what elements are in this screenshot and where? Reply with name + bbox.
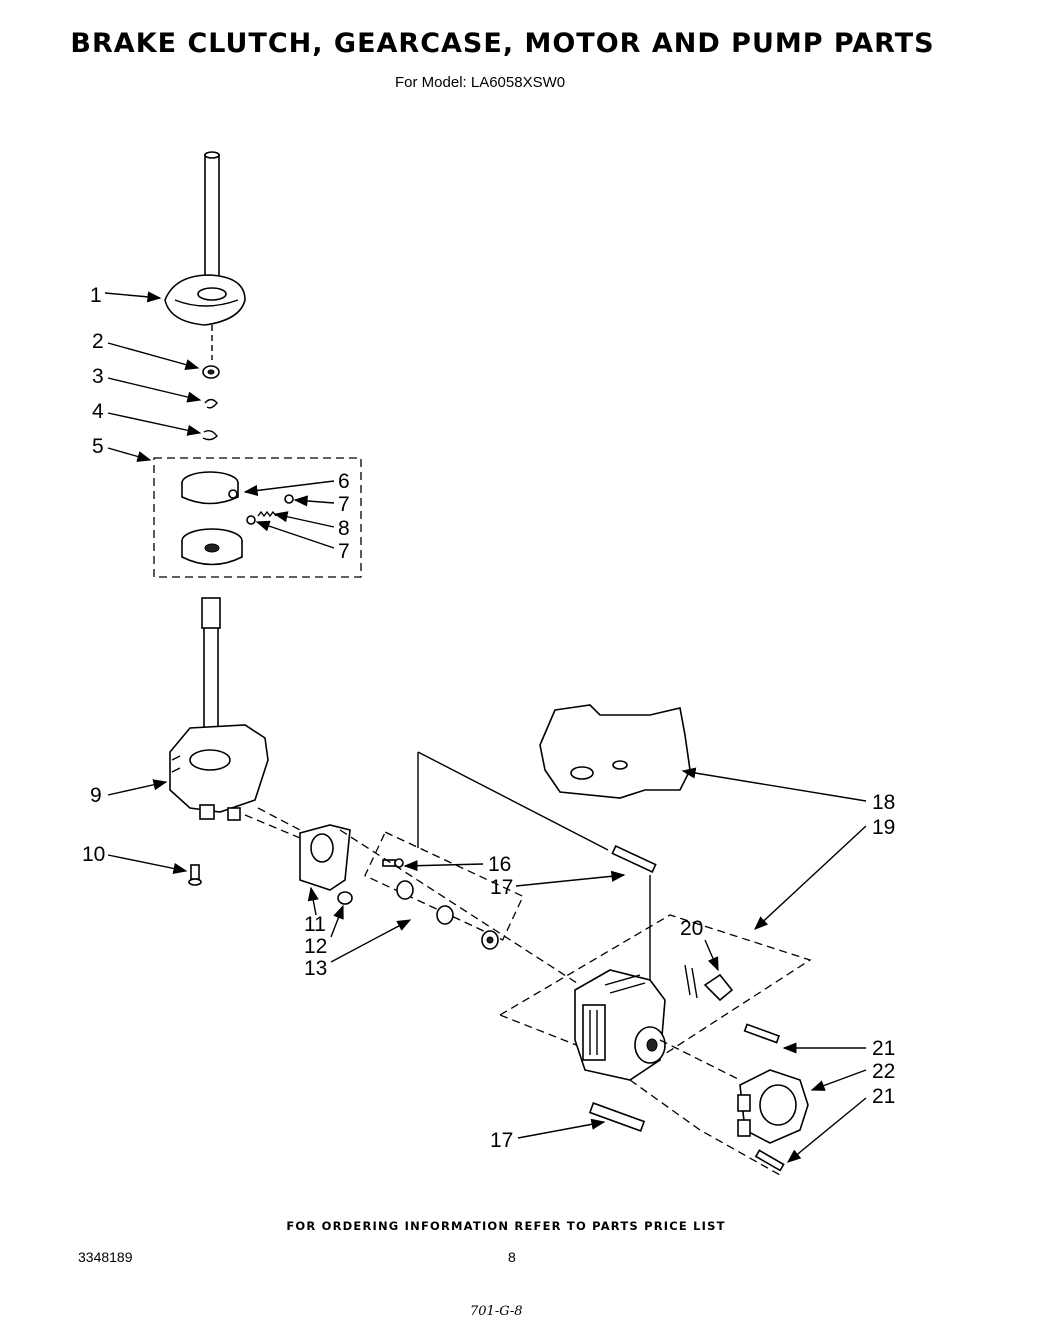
part-10-screw bbox=[188, 864, 202, 886]
callout-1: 1 bbox=[90, 284, 102, 307]
callout-4: 4 bbox=[92, 400, 104, 423]
part-4-clip bbox=[202, 429, 218, 441]
callout-10: 10 bbox=[82, 843, 105, 866]
callout-17-lower: 17 bbox=[490, 1129, 513, 1152]
part-19-motor-assembly-box bbox=[498, 914, 812, 1071]
part-17-bracket bbox=[588, 1102, 646, 1132]
upper-shaft bbox=[204, 151, 220, 296]
callout-18: 18 bbox=[872, 791, 895, 814]
callout-6: 6 bbox=[338, 470, 350, 493]
callout-9: 9 bbox=[90, 784, 102, 807]
callout-2: 2 bbox=[92, 330, 104, 353]
part-21-clip-upper bbox=[743, 1023, 781, 1044]
handwritten-note: 701-G-8 bbox=[470, 1304, 523, 1319]
callout-22: 22 bbox=[872, 1060, 895, 1083]
part-6-brake-band bbox=[181, 471, 239, 505]
part-5-brake-assembly-box bbox=[153, 457, 362, 578]
part-12-pump-cap bbox=[337, 891, 353, 905]
part-20-capacitor bbox=[684, 964, 734, 1002]
callout-13: 13 bbox=[304, 957, 327, 980]
lower-shaft bbox=[201, 597, 221, 736]
part-21-clip-lower bbox=[754, 1149, 785, 1172]
page-number: 8 bbox=[508, 1249, 516, 1265]
brake-drum bbox=[181, 528, 243, 566]
callout-21-upper: 21 bbox=[872, 1037, 895, 1060]
part-13-impeller-box bbox=[364, 831, 524, 941]
part-9-gearcase bbox=[169, 724, 269, 821]
leader-lines bbox=[104, 291, 867, 1163]
callout-21-lower: 21 bbox=[872, 1085, 895, 1108]
page-title: BRAKE CLUTCH, GEARCASE, MOTOR AND PUMP P… bbox=[70, 28, 935, 59]
document-number: 3348189 bbox=[78, 1249, 133, 1265]
part-1-brake-cam bbox=[164, 274, 246, 326]
part-3-retaining-ring bbox=[204, 398, 218, 409]
part-18-motor-plate bbox=[539, 704, 691, 799]
motor bbox=[574, 969, 666, 1081]
part-2-washer bbox=[202, 365, 220, 379]
callout-5: 5 bbox=[92, 435, 104, 458]
callout-8: 8 bbox=[338, 517, 350, 540]
part-7-8-spring-pins bbox=[246, 494, 294, 525]
callout-7-upper: 7 bbox=[338, 493, 350, 516]
callout-7-lower: 7 bbox=[338, 540, 350, 563]
model-subtitle: For Model: LA6058XSW0 bbox=[395, 74, 566, 91]
callout-3: 3 bbox=[92, 365, 104, 388]
part-22-pump bbox=[737, 1069, 809, 1144]
callout-16: 16 bbox=[488, 853, 511, 876]
ordering-info-note: FOR ORDERING INFORMATION REFER TO PARTS … bbox=[286, 1219, 726, 1233]
callout-17-upper: 17 bbox=[490, 876, 513, 899]
part-16-screw bbox=[382, 858, 404, 868]
part-17-drive-rod bbox=[417, 751, 657, 985]
part-11-pump-housing bbox=[299, 824, 351, 891]
callout-12: 12 bbox=[304, 935, 327, 958]
impeller-parts bbox=[396, 880, 499, 950]
callout-11: 11 bbox=[304, 913, 326, 936]
callout-19: 19 bbox=[872, 816, 895, 839]
callout-20: 20 bbox=[680, 917, 703, 940]
